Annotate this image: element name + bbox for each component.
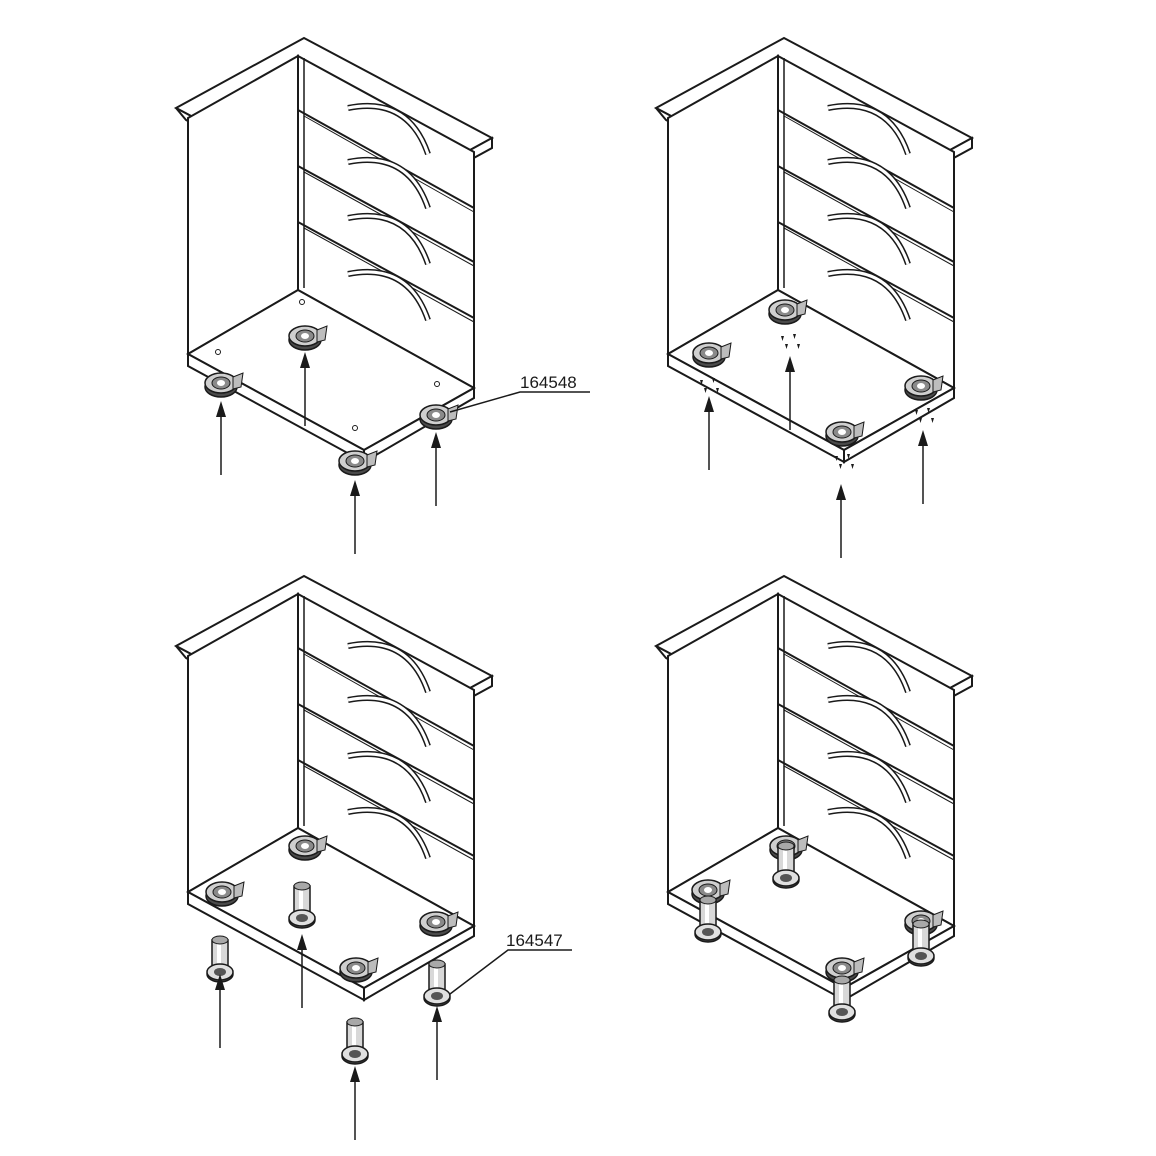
- mounting-hole: [352, 425, 358, 431]
- arrow-up-icon: [703, 395, 715, 471]
- arrow-up-icon: [214, 973, 226, 1049]
- arrow-up-icon: [349, 1065, 361, 1141]
- panel-step-1: 164548: [176, 38, 590, 555]
- glide-icon: [419, 404, 459, 430]
- arrow-up-icon: [430, 431, 442, 507]
- drawer-cabinet: [176, 38, 492, 462]
- arrow-up-icon: [431, 1005, 443, 1081]
- leg-icon: [341, 1017, 369, 1065]
- mounting-hole: [299, 299, 305, 305]
- arrow-up-icon: [215, 400, 227, 476]
- leader-line: [449, 949, 572, 995]
- part-number-label: 164547: [506, 931, 563, 950]
- leg-icon: [423, 959, 451, 1007]
- mounting-hole: [434, 381, 440, 387]
- leader-line: [449, 391, 590, 413]
- part-number-label: 164548: [520, 373, 577, 392]
- panel-step-3: 164547: [176, 576, 572, 1141]
- arrow-up-icon: [349, 479, 361, 555]
- panel-step-4: [656, 576, 972, 1023]
- mounting-hole: [215, 349, 221, 355]
- glide-icon: [338, 450, 378, 476]
- panel-step-2: [656, 38, 972, 559]
- arrow-up-icon: [917, 429, 929, 505]
- arrow-up-icon: [835, 483, 847, 559]
